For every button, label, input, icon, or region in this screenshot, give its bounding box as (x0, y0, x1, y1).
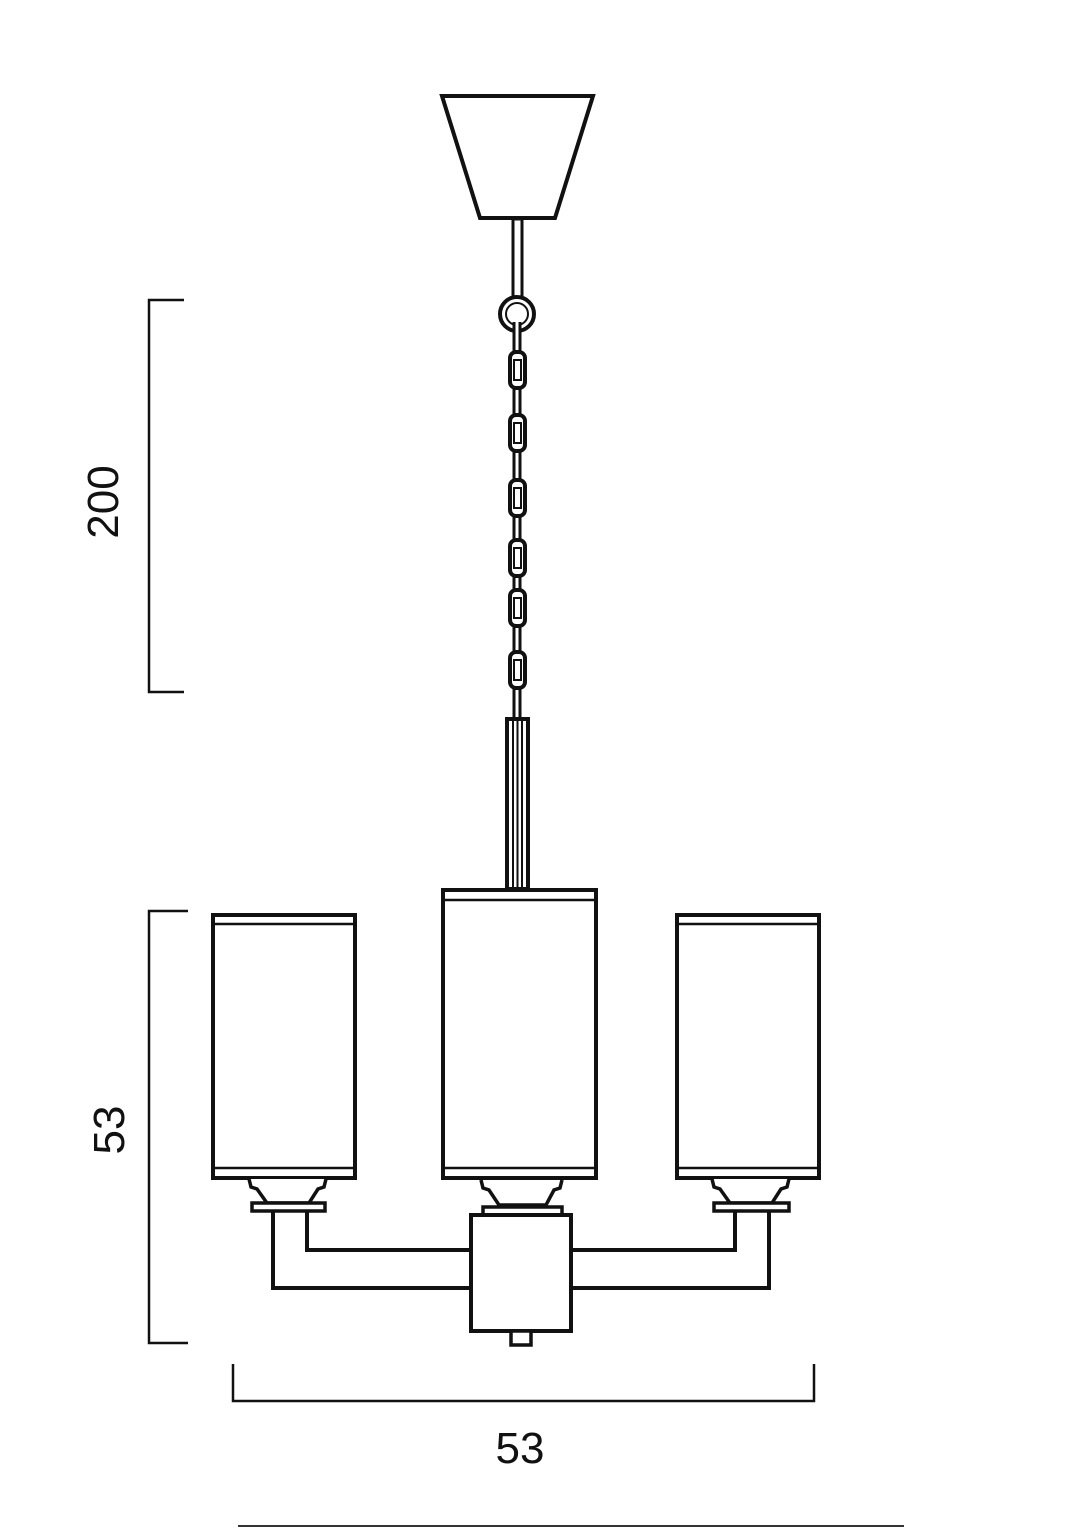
dimension-bracket-width (231, 1364, 816, 1403)
right-arm (570, 1209, 771, 1290)
center-lampholder (479, 1179, 564, 1217)
fluted-stem (505, 717, 530, 891)
chain-link (508, 538, 527, 578)
right-shade (675, 913, 821, 1180)
chain-link (508, 650, 527, 690)
center-shade (441, 888, 598, 1180)
right-lampholder (710, 1178, 791, 1213)
left-lampholder (247, 1178, 328, 1213)
canopy-rod (511, 217, 524, 301)
dimension-label-height: 53 (85, 1105, 134, 1155)
chain-link (508, 588, 527, 628)
chain-link (508, 350, 527, 390)
left-shade (211, 913, 357, 1180)
dimension-bracket-drop (147, 298, 184, 694)
ceiling-canopy (439, 94, 596, 220)
left-arm (271, 1209, 473, 1290)
dimension-label-drop: 200 (79, 465, 128, 539)
dimension-bracket-height (147, 909, 188, 1345)
chain-link (508, 478, 527, 518)
bottom-finial (509, 1329, 533, 1347)
hanging-ring (498, 295, 536, 333)
chain (508, 322, 527, 722)
center-hub (469, 1213, 573, 1333)
chain-link (508, 413, 527, 453)
dimension-label-width: 53 (495, 1424, 545, 1473)
